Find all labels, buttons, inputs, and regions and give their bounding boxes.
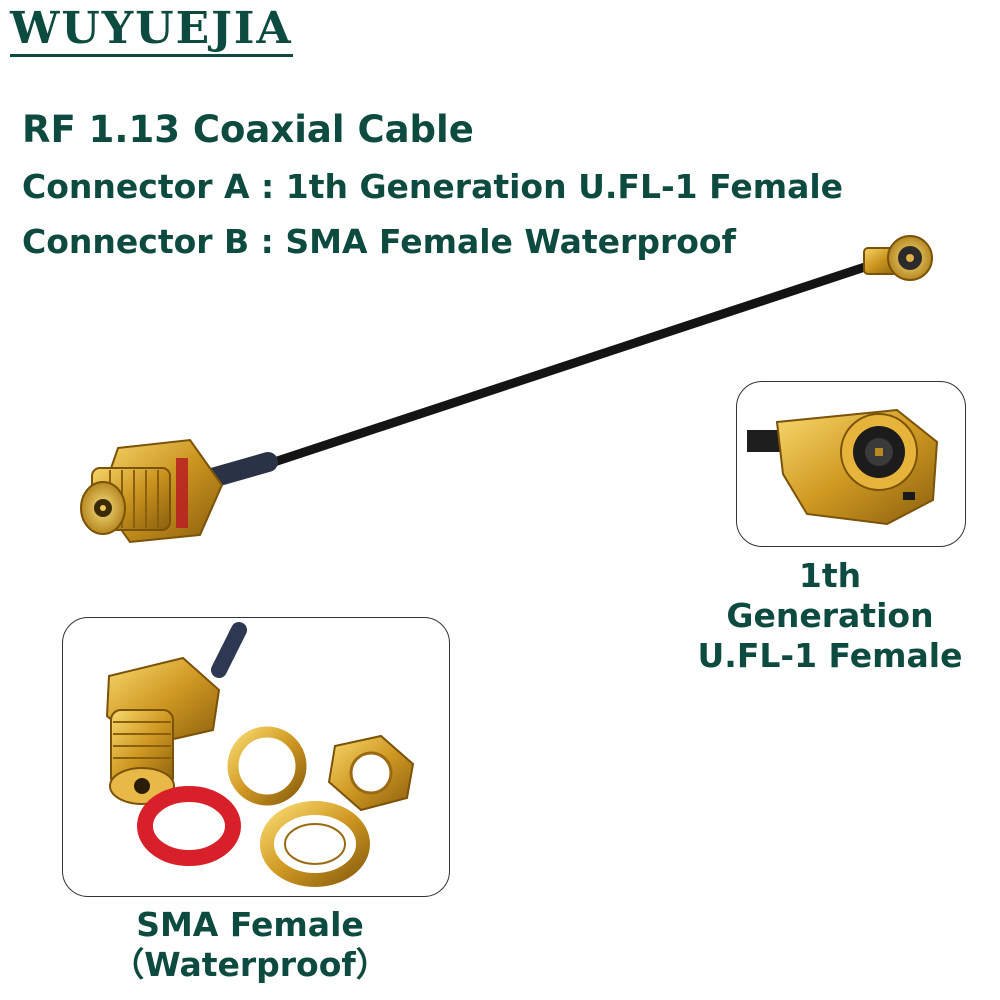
cable-boot bbox=[202, 452, 278, 488]
sma-parts-image bbox=[105, 622, 415, 887]
ufl-closeup-image bbox=[747, 408, 939, 526]
sma-callout-label: SMA Female （Waterproof） bbox=[110, 905, 390, 985]
hex-nut bbox=[327, 734, 415, 812]
ufl-callout-line2: U.FL-1 Female bbox=[697, 636, 963, 675]
ufl-connector-image bbox=[863, 235, 933, 281]
sma-cable-stub bbox=[211, 622, 247, 678]
toothed-washer bbox=[260, 801, 370, 887]
sma-connector-image bbox=[80, 438, 224, 544]
lock-washer bbox=[227, 726, 307, 806]
brand-logo: WUYUEJIA bbox=[10, 4, 293, 57]
red-gasket bbox=[137, 786, 241, 866]
ufl-callout-label: 1th Generation U.FL-1 Female bbox=[690, 556, 970, 676]
sma-callout-line1: SMA Female bbox=[136, 905, 364, 944]
sma-callout-line2: （Waterproof） bbox=[111, 945, 389, 984]
product-title: RF 1.13 Coaxial Cable bbox=[22, 108, 474, 151]
ufl-callout-line1: 1th Generation bbox=[726, 556, 934, 635]
connector-b-spec: Connector B : SMA Female Waterproof bbox=[22, 222, 736, 261]
ufl-closeup-panel bbox=[736, 381, 966, 547]
coax-cable bbox=[245, 257, 885, 475]
connector-a-spec: Connector A : 1th Generation U.FL-1 Fema… bbox=[22, 167, 844, 206]
sma-parts-panel bbox=[62, 617, 450, 897]
